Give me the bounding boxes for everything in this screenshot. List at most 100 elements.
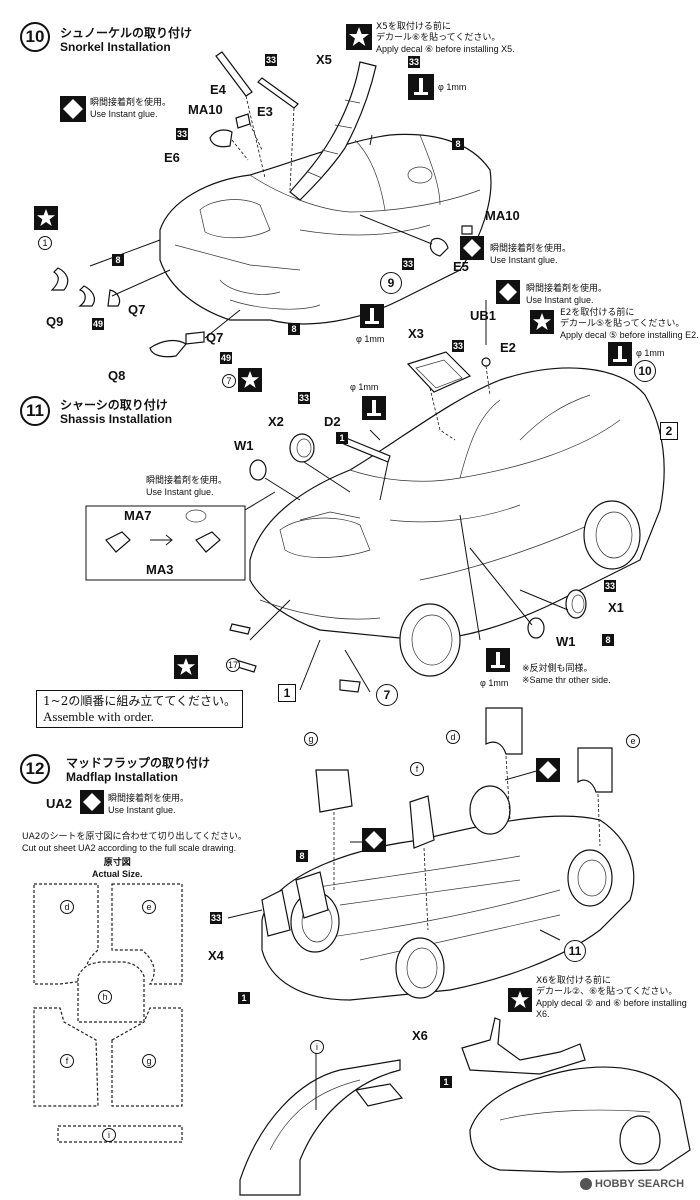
star-icon <box>508 988 532 1017</box>
paint-badge-1: 1 <box>440 1076 452 1088</box>
template-i <box>57 1125 183 1143</box>
star-icon <box>34 206 58 235</box>
drill-icon <box>360 304 384 333</box>
part-label-ma7: MA7 <box>124 508 152 523</box>
paint-badge-33: 33 <box>402 258 414 270</box>
paint-badge-8: 8 <box>602 634 614 646</box>
part-label-q8: Q8 <box>108 368 126 383</box>
part-label-e3: E3 <box>257 104 273 119</box>
template-label-i: i <box>102 1128 116 1142</box>
glue-diamond-icon <box>536 758 560 787</box>
star-icon <box>238 368 262 397</box>
star-icon <box>346 24 372 55</box>
glue-note-1: 瞬間接着剤を使用。 Use Instant glue. <box>90 98 172 119</box>
glue-note-3: 瞬間接着剤を使用。 Use Instant glue. <box>526 284 608 305</box>
step-10-title-en: Snorkel Installation <box>60 40 171 54</box>
part-label-w1: W1 <box>234 438 254 453</box>
paint-badge-33: 33 <box>408 56 420 68</box>
hobby-search-watermark: HOBBY SEARCH <box>580 1178 684 1190</box>
part-label-d2: D2 <box>324 414 341 429</box>
template-ref-d: d <box>446 730 460 744</box>
step-10-car-drawing <box>50 51 492 358</box>
assembly-ref-10: 10 <box>634 360 656 382</box>
paint-badge-49: 49 <box>92 318 104 330</box>
glue-diamond-icon <box>80 790 104 819</box>
paint-badge-33: 33 <box>298 392 310 404</box>
step-10-number: 10 <box>20 22 50 52</box>
order-step-1: 1 <box>278 684 296 702</box>
paint-badge-33: 33 <box>604 580 616 592</box>
step-10-title-jp: シュノーケルの取り付け <box>60 26 193 40</box>
glue-note-4: 瞬間接着剤を使用。 Use Instant glue. <box>146 476 228 497</box>
template-ref-e: e <box>626 734 640 748</box>
template-label-e: e <box>142 900 156 914</box>
watermark-logo-icon <box>580 1178 592 1190</box>
assembly-ref-9: 9 <box>380 272 402 294</box>
step-11-title-en: Shassis Installation <box>60 412 173 426</box>
drill-icon <box>408 74 434 105</box>
part-label-q7b: Q7 <box>206 330 224 345</box>
glue-diamond-icon <box>460 236 484 265</box>
glue-diamond-icon <box>362 828 386 857</box>
template-h <box>77 961 145 1023</box>
part-label-x3: X3 <box>408 326 424 341</box>
star-icon <box>530 310 554 339</box>
part-label-ma3: MA3 <box>146 562 174 577</box>
drill-note-4: φ 1mm <box>350 382 379 392</box>
part-label-ub1: UB1 <box>470 308 497 323</box>
e2-decal-note: E2を取付ける前に デカール⑤を貼ってください。 Apply decal ⑤ b… <box>560 308 699 340</box>
paint-badge-1: 1 <box>238 992 250 1004</box>
part-label-x6: X6 <box>412 1028 428 1043</box>
x6-decal-note: X6を取付ける前に デカール②、⑥を貼ってください。 Apply decal ②… <box>536 976 687 1019</box>
part-label-e2: E2 <box>500 340 516 355</box>
drill-note-1: φ 1mm <box>438 82 467 92</box>
part-label-q9: Q9 <box>46 314 64 329</box>
paint-badge-33: 33 <box>210 912 222 924</box>
decal-badge-7: 7 <box>222 374 236 388</box>
decal-badge-1: 1 <box>38 236 52 250</box>
template-ref-g: g <box>304 732 318 746</box>
template-label-f: f <box>60 1054 74 1068</box>
glue-diamond-icon <box>60 96 86 127</box>
glue-note-5: 瞬間接着剤を使用。 Use Instant glue. <box>108 794 190 815</box>
actual-size-label: 原寸図 Actual Size. <box>92 858 143 879</box>
paint-badge-49: 49 <box>220 352 232 364</box>
part-label-ua2: UA2 <box>46 796 73 811</box>
part-label-e5: E5 <box>453 259 469 274</box>
drill-icon <box>486 648 510 677</box>
x5-decal-note: X5を取付ける前に デカール⑥を貼ってください。 Apply decal ⑥ b… <box>376 22 515 54</box>
paint-badge-8: 8 <box>296 850 308 862</box>
drill-icon <box>362 396 386 425</box>
part-label-x5: X5 <box>316 52 332 67</box>
drill-note-2: φ 1mm <box>356 334 385 344</box>
step-12-number: 12 <box>20 754 50 784</box>
drill-icon <box>608 342 632 371</box>
template-label-d: d <box>60 900 74 914</box>
step-12-title-en: Madflap Installation <box>66 770 179 784</box>
paint-badge-8: 8 <box>112 254 124 266</box>
paint-badge-8: 8 <box>452 138 464 150</box>
part-label-w1-right: W1 <box>556 634 576 649</box>
paint-badge-33: 33 <box>176 128 188 140</box>
part-label-q7: Q7 <box>128 302 146 317</box>
order-step-2: 2 <box>660 422 678 440</box>
part-label-ma10: MA10 <box>188 102 223 117</box>
assembly-ref-7: 7 <box>376 684 398 706</box>
step-11-car-drawing <box>85 300 665 693</box>
part-label-e6: E6 <box>164 150 180 165</box>
glue-diamond-icon <box>496 280 520 309</box>
part-label-e4: E4 <box>210 82 226 97</box>
assembly-ref-11: 11 <box>564 940 586 962</box>
other-side-note: ※反対側も同様。 ※Same thr other side. <box>522 664 611 685</box>
template-label-g: g <box>142 1054 156 1068</box>
paint-badge-33: 33 <box>452 340 464 352</box>
part-label-x2: X2 <box>268 414 284 429</box>
decal-badge-17: 17 <box>226 658 240 672</box>
step-12-title-jp: マッドフラップの取り付け <box>66 756 211 770</box>
assembly-order-box: 1~2の順番に組み立ててください。 Assemble with order. <box>36 690 243 728</box>
part-label-x4: X4 <box>208 948 224 963</box>
paint-badge-1: 1 <box>336 432 348 444</box>
ua2-cut-note: UA2のシートを原寸図に合わせて切り出してください。 Cut out sheet… <box>22 832 247 853</box>
step-11-title-jp: シャーシの取り付け <box>60 398 168 412</box>
